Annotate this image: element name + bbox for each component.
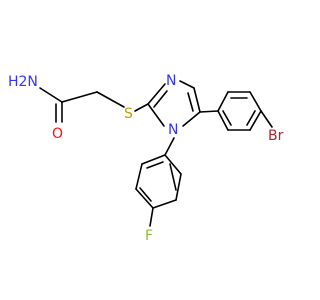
bond-c4-c5-double [187, 92, 194, 112]
bond-c-f [149, 207, 154, 227]
bond-ch2-s [96, 91, 125, 108]
bond-brph-1-2 [217, 91, 229, 112]
sulfur-label: S [124, 106, 133, 122]
bond-n-c-amide [39, 87, 63, 103]
bromine-label: Br [268, 128, 284, 144]
bond-brph-3-4 [249, 91, 262, 112]
bond-fph-inner-c [146, 161, 164, 169]
imidazole-n1-label: N [168, 122, 178, 138]
amide-oxygen-label: O [52, 126, 63, 142]
fluorine-label: F [145, 228, 153, 244]
bond-c2-n3-single [147, 83, 166, 105]
bond-fph-1-2 [164, 154, 182, 175]
bond-c5-n1 [182, 111, 201, 127]
bond-brph-4-5 [249, 110, 262, 131]
bond-n3-c4 [179, 80, 195, 89]
bond-c-ch2 [61, 91, 98, 103]
atom-label-layer: H2N O S N N Br F [8, 73, 284, 244]
bond-layer [39, 80, 273, 227]
bond-s-c2 [134, 103, 149, 112]
bond-fph-5-6 [135, 163, 143, 190]
bond-c-br [260, 110, 273, 128]
bond-brph-6-1 [217, 110, 229, 131]
bond-brph-inner-b [246, 110, 256, 126]
bond-fph-3-4 [152, 199, 177, 209]
bond-brph-inner-c [222, 110, 232, 126]
bond-n1-c2 [147, 103, 165, 127]
molecule-drawing: H2N O S N N Br F [8, 73, 284, 244]
structure-svg: H2N O S N N Br F [8, 73, 284, 244]
bond-n1-phenyl [164, 137, 175, 156]
bond-fph-2-3 [175, 173, 182, 201]
bond-fph-inner-b [139, 187, 152, 202]
bond-fph-inner-a [169, 163, 177, 191]
bond-c4-c5-single [193, 87, 201, 113]
imidazole-n3-label: N [166, 73, 176, 89]
bond-fph-6-1 [141, 154, 166, 165]
bond-c5-phenyl [199, 110, 219, 113]
amide-nh2-label: H2N [8, 74, 38, 90]
bond-c2-n3-double [153, 90, 168, 108]
bond-fph-4-5 [135, 188, 154, 209]
